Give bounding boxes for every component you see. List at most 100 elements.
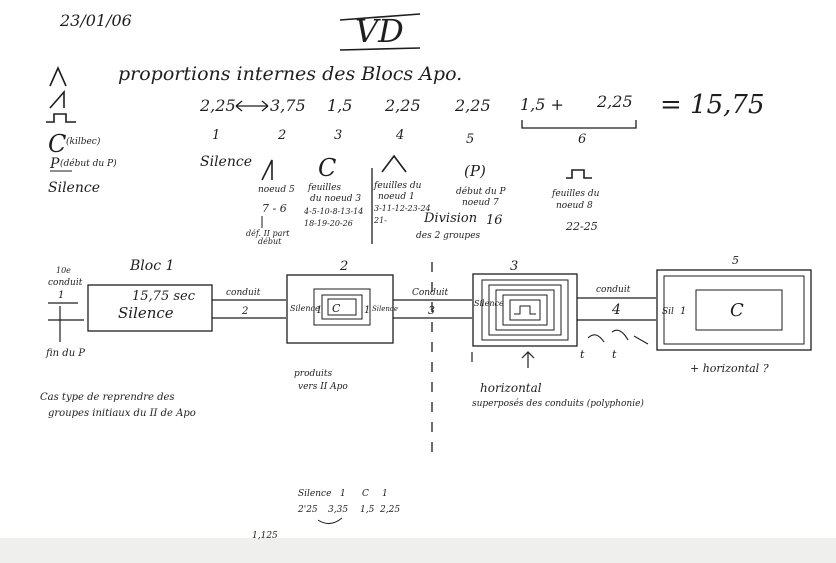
col3-note-2: du noeud 3 xyxy=(310,194,361,204)
double-arrow-icon xyxy=(236,101,268,111)
bloc3-ring-3 xyxy=(496,290,554,330)
col4-note-3: 3-11-12-23-24 xyxy=(374,204,431,213)
prop-value-1: 2,25 xyxy=(199,96,236,115)
num-5: 5 xyxy=(466,132,474,147)
bloc3-silence: Silence xyxy=(474,299,504,308)
link1-number: 2 xyxy=(241,306,248,317)
bloc3-pulse-icon xyxy=(514,306,536,314)
num-4: 4 xyxy=(395,128,404,143)
prop-value-2: 3,75 xyxy=(270,96,306,115)
col2-note-2: 7 - 6 xyxy=(262,202,287,215)
fin-note: fin du P xyxy=(45,348,85,359)
footer-value-3: 1,5 xyxy=(360,505,375,515)
bloc3-ring-2 xyxy=(489,285,561,335)
col6-note-2: noeud 8 xyxy=(556,201,593,211)
col3-symbol: C xyxy=(318,154,336,182)
col4-note-2: noeud 1 xyxy=(378,192,415,202)
prop-value-6: 1,5 + xyxy=(520,95,564,114)
footer-label-4: 1 xyxy=(382,489,388,499)
link2-label: Conduit xyxy=(412,288,449,298)
bloc4-ramp: 1 xyxy=(680,306,686,317)
left-note-3: 1 xyxy=(58,290,64,301)
division-2: des 2 groupes xyxy=(416,231,481,241)
footer-value-4: 2,25 xyxy=(379,505,400,515)
col5-note-3: 16 xyxy=(486,213,503,228)
pulse-symbol-icon xyxy=(46,114,76,122)
bloc3-ring-5 xyxy=(510,300,540,320)
peak-symbol-icon xyxy=(50,68,66,86)
col5-symbol: (P) xyxy=(464,162,486,180)
prop-value-7: 2,25 xyxy=(596,92,633,111)
music-notes-sketch xyxy=(588,330,648,344)
col3-note-1: feuilles xyxy=(307,183,341,193)
left-timeline xyxy=(48,303,84,342)
under3-line-1: horizontal xyxy=(480,381,542,395)
group6-bracket xyxy=(522,120,636,128)
bloc2-ramp-right: 1 xyxy=(364,305,370,316)
bloc4-sil: Sil xyxy=(662,307,674,317)
link3-number: 4 xyxy=(611,302,621,318)
link1-label: conduit xyxy=(226,288,261,298)
under2-line-1: produits xyxy=(294,369,333,379)
bloc1-text: Silence xyxy=(118,304,174,322)
title-underline xyxy=(340,48,420,50)
bottom-left-line-2: groupes initiaux du II de Apo xyxy=(48,408,196,419)
col4-note-1: feuilles du xyxy=(373,181,422,191)
col3-note-3: 4-5-10-8-13-14 xyxy=(303,207,363,216)
link2-number: 3 xyxy=(428,304,435,317)
tt-note-2: t xyxy=(612,348,617,361)
col4-note-4: 21- xyxy=(373,216,387,225)
bloc2-ramp-left: 1 xyxy=(316,305,322,316)
under2-line-2: vers II Apo xyxy=(298,382,348,392)
num-1: 1 xyxy=(212,128,220,143)
tt-note-1: t xyxy=(580,348,585,361)
under3-line-2: superposés des conduits (polyphonie) xyxy=(472,398,644,409)
col6-note-3: 22-25 xyxy=(565,220,598,233)
col5-note-2: noeud 7 xyxy=(462,198,499,208)
num-6: 6 xyxy=(578,132,586,147)
bloc3-ring-1 xyxy=(482,280,568,340)
bloc4-c: C xyxy=(730,300,744,321)
prop-total: = 15,75 xyxy=(660,90,764,120)
bloc1-title: Bloc 1 xyxy=(129,258,174,274)
c-label: C xyxy=(48,130,66,158)
footer-label-1: Silence xyxy=(298,489,331,499)
prop-value-5: 2,25 xyxy=(454,96,491,115)
p-note: (début du P) xyxy=(60,158,117,169)
footer-value-1: 2'25 xyxy=(297,505,318,515)
c-note: (kilbec) xyxy=(66,136,101,147)
peak-cat-icon xyxy=(382,156,406,172)
num-2: 2 xyxy=(277,128,286,143)
bloc3-number: 3 xyxy=(510,259,518,274)
link3-label: conduit xyxy=(596,285,631,295)
col5-note-1: début du P xyxy=(456,186,507,197)
ramp-symbol-icon xyxy=(50,92,64,108)
col2-note-4: début xyxy=(258,237,282,246)
p-label: P xyxy=(49,156,60,172)
footer-label-3: C xyxy=(362,489,369,499)
col3-note-4: 18-19-20-26 xyxy=(304,219,353,228)
prop-value-3: 1,5 xyxy=(327,96,352,115)
bloc4-number: 5 xyxy=(732,254,739,267)
under4: + horizontal ? xyxy=(690,362,769,375)
cat-silence: Silence xyxy=(200,154,252,170)
bloc2-c: C xyxy=(332,302,341,315)
bottom-left-line-1: Cas type de reprendre des xyxy=(40,392,175,403)
bloc1-duration: 15,75 sec xyxy=(132,289,196,304)
pulse-cat-icon xyxy=(566,170,592,178)
num-3: 3 xyxy=(334,128,342,143)
up-arrow-icon xyxy=(472,352,534,368)
bloc2-silence-right: Silence xyxy=(372,305,398,313)
prop-value-4: 2,25 xyxy=(384,96,421,115)
footer-swap-arrow xyxy=(318,518,342,524)
col2-note-1: noeud 5 xyxy=(258,185,295,195)
bloc2-number: 2 xyxy=(339,259,348,274)
left-note-2: conduit xyxy=(48,278,83,288)
ramp-cat-icon xyxy=(262,160,272,180)
heading: proportions internes des Blocs Apo. xyxy=(118,63,462,85)
col6-note-1: feuilles du xyxy=(551,189,600,199)
division-1: Division xyxy=(423,211,477,226)
legend-silence: Silence xyxy=(48,180,100,196)
